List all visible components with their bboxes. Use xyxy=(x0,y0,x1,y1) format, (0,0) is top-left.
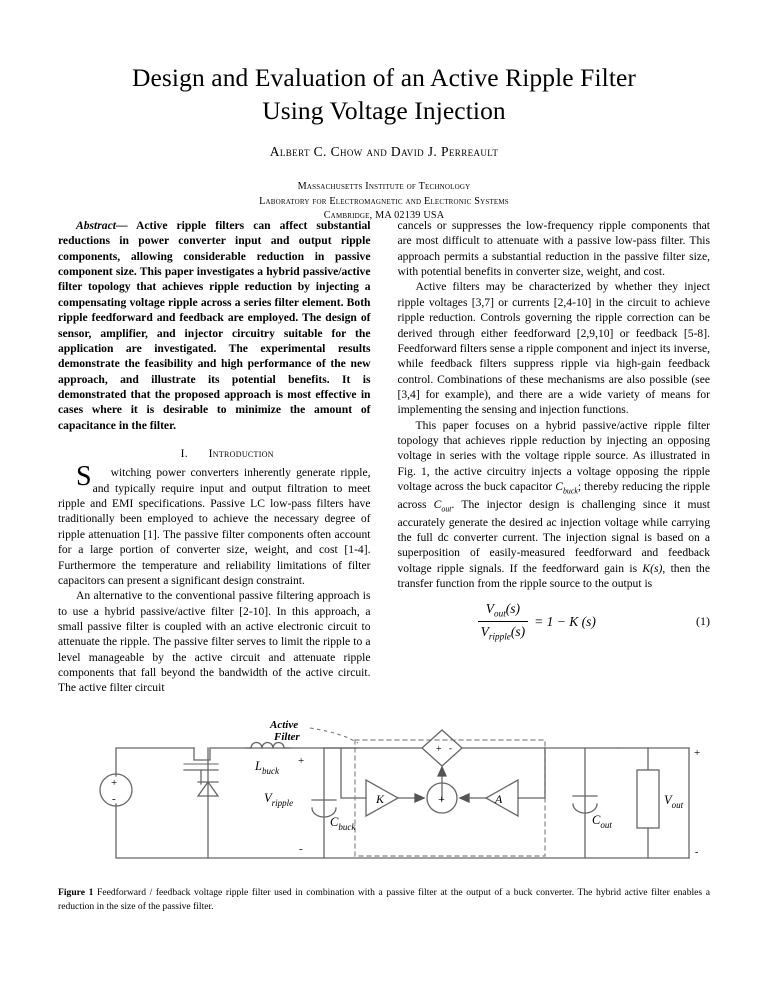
column-left: Abstract— Active ripple filters can affe… xyxy=(58,218,371,696)
fraction-numerator: Vout(s) xyxy=(485,601,520,620)
label-gain-a: A xyxy=(494,792,503,806)
intro-paragraph-2: An alternative to the conventional passi… xyxy=(58,589,371,695)
summing-node-plus: + xyxy=(438,792,445,806)
label-c-out: Cout xyxy=(592,813,612,830)
intro-p4-segment-c: . The injector design is challenging sin… xyxy=(397,497,711,575)
intro-paragraph-1-text: witching power converters inherently gen… xyxy=(58,466,371,587)
drop-cap: S xyxy=(76,461,92,493)
symbol-c-out: Cout xyxy=(433,497,452,514)
label-inductor: Lbuck xyxy=(254,759,280,776)
title-block: Design and Evaluation of an Active Rippl… xyxy=(0,0,768,224)
source-minus-sign: - xyxy=(112,793,116,805)
author-list: Albert C. Chow and David J. Perreault xyxy=(269,144,499,160)
intro-p4-segment-d: , then the transfer function from the ri… xyxy=(397,561,711,591)
equation-1: Vout(s) Vripple(s) = 1 − K (s) (1) xyxy=(398,600,710,643)
equation-number: (1) xyxy=(696,613,710,628)
column-right: cancels or suppresses the low-frequency … xyxy=(398,218,711,696)
dependent-source-minus: - xyxy=(449,743,452,753)
annotation-active: Active xyxy=(269,719,298,731)
figure-caption: Figure 1 Feedforward / feedback voltage … xyxy=(58,886,710,913)
symbol-k-of-s: K(s) xyxy=(642,561,663,575)
abstract-paragraph: Abstract— Active ripple filters can affe… xyxy=(58,218,371,433)
label-v-out: Vout xyxy=(664,793,684,810)
body-columns: Abstract— Active ripple filters can affe… xyxy=(58,218,710,696)
label-v-ripple: Vripple xyxy=(264,791,293,808)
intro-paragraph-4: This paper focuses on a hybrid passive/a… xyxy=(398,418,711,592)
abstract-lead-in: Abstract— xyxy=(76,219,128,232)
page-title: Design and Evaluation of an Active Rippl… xyxy=(84,62,684,127)
output-minus-sign: - xyxy=(695,847,698,858)
title-line-2: Using Voltage Injection xyxy=(262,95,506,125)
equation-right-hand-side: = 1 − K (s) xyxy=(534,613,596,629)
transfer-function-fraction: Vout(s) Vripple(s) xyxy=(477,600,529,643)
label-c-buck: Cbuck xyxy=(330,815,356,832)
affiliation-address: Cambridge, MA 02139 USA xyxy=(323,210,445,222)
annotation-filter: Filter xyxy=(273,731,300,743)
cbuck-plus-sign: + xyxy=(298,755,304,767)
figure-1-schematic: Active Filter + - + - + - + + - Lbuck Vr… xyxy=(58,718,710,878)
intro-paragraph-2-continued: cancels or suppresses the low-frequency … xyxy=(397,219,711,279)
figure-caption-label: Figure 1 xyxy=(58,887,94,898)
intro-p4-segment-a: This paper focuses on a hybrid passive/a… xyxy=(397,418,711,494)
figure-caption-text: Feedforward / feedback voltage ripple fi… xyxy=(58,887,710,912)
dependent-source-plus: + xyxy=(436,744,442,755)
abstract-text: Active ripple filters can affect substan… xyxy=(58,219,371,432)
affiliation-block: Massachusetts Institute of Technology La… xyxy=(0,180,768,223)
output-plus-sign: + xyxy=(694,747,700,759)
section-heading-introduction: I. Introduction xyxy=(58,446,371,461)
intro-paragraph-3: Active filters may be characterized by w… xyxy=(397,280,711,417)
fraction-bar xyxy=(477,621,529,623)
section-number: I. xyxy=(180,447,188,461)
section-title: Introduction xyxy=(208,447,274,461)
symbol-c-buck: Cbuck xyxy=(555,480,578,496)
affiliation-institution: Massachusetts Institute of Technology xyxy=(297,181,471,193)
intro-p4-segment-b: ; thereby reducing the ripple across xyxy=(397,480,710,511)
label-gain-k: K xyxy=(375,792,385,806)
fraction-denominator: Vripple(s) xyxy=(480,624,526,642)
title-line-1: Design and Evaluation of an Active Rippl… xyxy=(131,63,637,92)
source-plus-sign: + xyxy=(111,777,117,789)
cbuck-minus-sign: - xyxy=(299,843,303,855)
equation-expression: Vout(s) Vripple(s) = 1 − K (s) xyxy=(398,600,677,643)
affiliation-lab: Laboratory for Electromagnetic and Elect… xyxy=(259,195,509,207)
